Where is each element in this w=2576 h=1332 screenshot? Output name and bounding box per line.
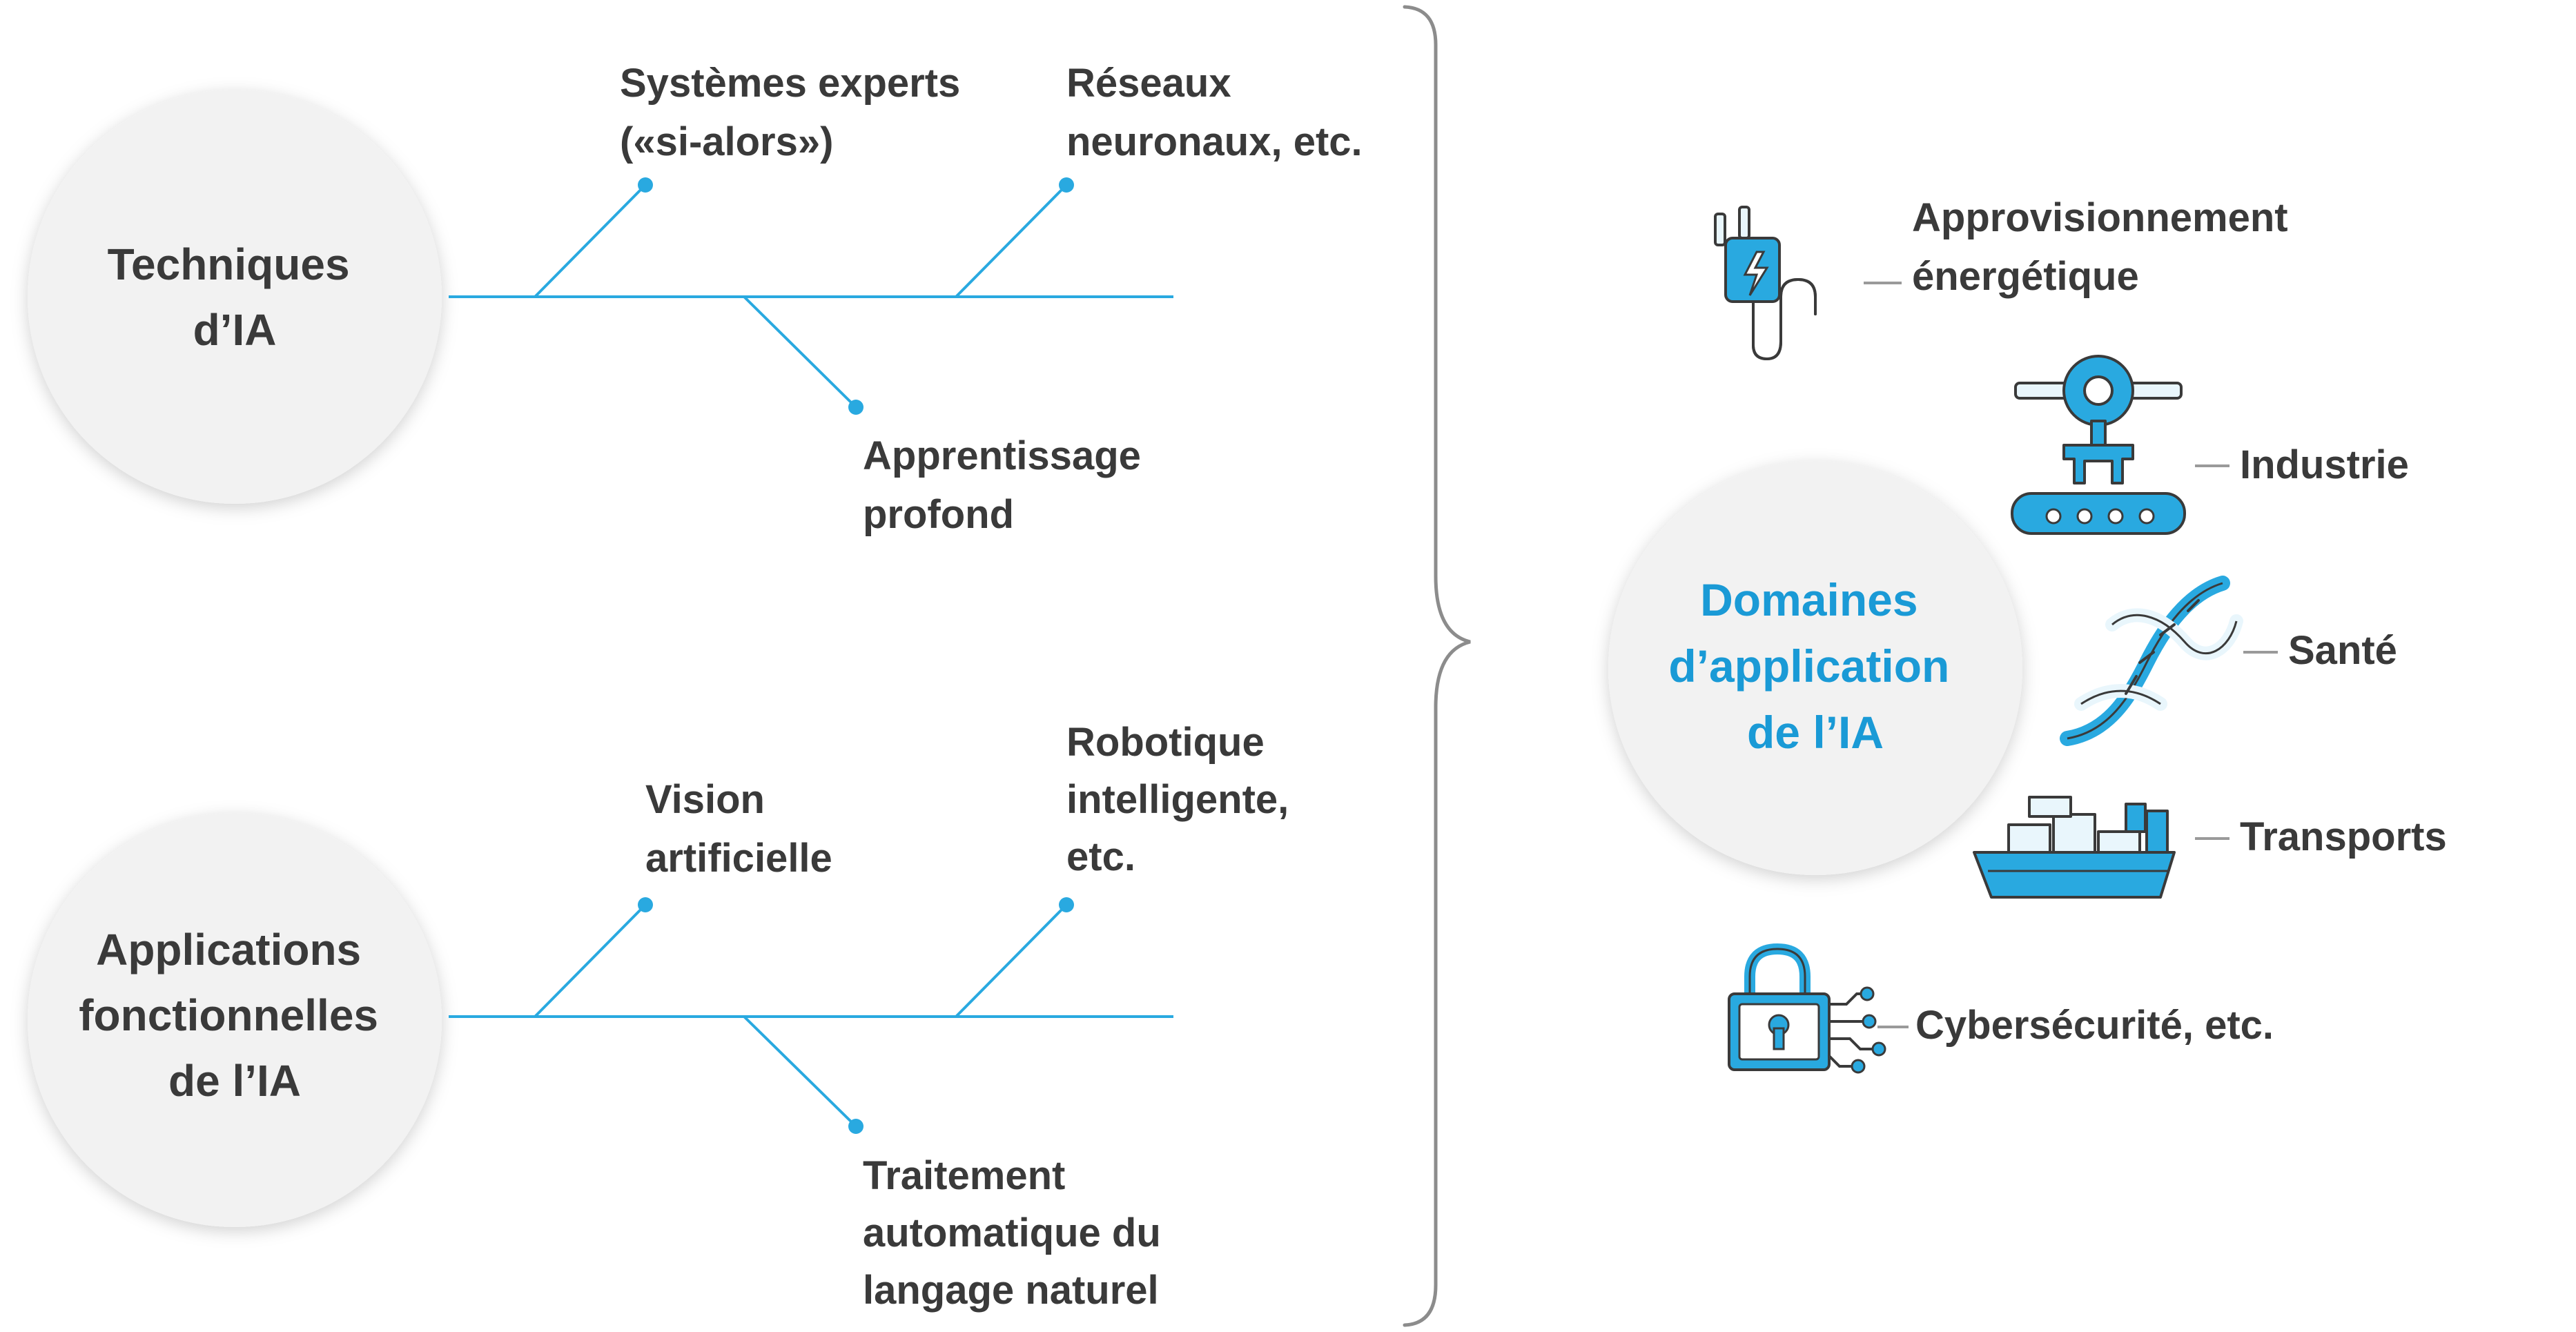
domains-title-line-1: Domaines: [1700, 574, 1918, 625]
domain-label-industry: Industrie: [2240, 442, 2409, 487]
label-line: automatique du: [863, 1211, 1161, 1255]
applications-branch-label-3: Traitement automatique du langage nature…: [863, 1153, 1172, 1313]
applications-branch-dot-1: [638, 897, 653, 912]
domains-circle: [1608, 461, 2022, 875]
label-line: intelligente,: [1066, 777, 1289, 822]
techniques-branch-line-1: [534, 184, 647, 298]
domain-item-industry: Industrie: [2011, 355, 2409, 535]
domain-label-health: Santé: [2288, 628, 2397, 673]
techniques-title-line-1: Techniques: [108, 239, 350, 289]
domain-label-transport: Transports: [2240, 814, 2447, 859]
domains-title-line-3: de l’IA: [1747, 707, 1884, 758]
label-line: Transports: [2240, 814, 2447, 859]
domain-item-energy: Approvisionnement énergétique: [1714, 195, 2299, 361]
applications-circle: [28, 813, 442, 1227]
label-line: Traitement: [863, 1153, 1065, 1198]
applications-branch-label-2: Robotique intelligente, etc.: [1066, 720, 1300, 879]
applications-branch-line-2: [955, 903, 1068, 1018]
techniques-branch-line-3: [743, 295, 857, 409]
domains-title: Domaines d’application de l’IA: [1668, 574, 1962, 758]
label-line: Industrie: [2240, 442, 2409, 487]
label-line: profond: [863, 492, 1014, 537]
applications-group: Applications fonctionnelles de l’IA Visi…: [28, 720, 1300, 1313]
applications-branch-line-3: [743, 1015, 857, 1128]
domains-title-line-2: d’application: [1668, 640, 1949, 692]
techniques-branch-label-2: Réseaux neuronaux, etc.: [1066, 61, 1363, 164]
dna-icon: [2060, 576, 2243, 746]
label-line: Santé: [2288, 628, 2397, 673]
applications-branch-label-1: Vision artificielle: [645, 777, 832, 881]
domain-item-cybersecurity: Cybersécurité, etc.: [1728, 943, 2274, 1074]
techniques-group: Techniques d’IA Systèmes experts («si-al…: [28, 61, 1363, 537]
techniques-branch-dot-1: [638, 177, 653, 193]
power-plug-icon: [1714, 206, 1817, 361]
applications-branches: [449, 897, 1173, 1134]
curly-brace: [1403, 5, 1471, 1327]
techniques-branch-label-3: Apprentissage profond: [863, 433, 1152, 537]
label-line: Cybersécurité, etc.: [1915, 1003, 2274, 1048]
label-line: Approvisionnement: [1912, 195, 2288, 240]
applications-title: Applications fonctionnelles de l’IA: [79, 925, 391, 1106]
techniques-branches: [449, 177, 1173, 415]
domain-item-health: Santé: [2060, 576, 2397, 746]
label-line: neuronaux, etc.: [1066, 119, 1363, 164]
domain-label-energy: Approvisionnement énergétique: [1912, 195, 2299, 299]
applications-title-line-3: de l’IA: [168, 1056, 301, 1106]
label-line: énergétique: [1912, 254, 2139, 299]
applications-branch-line-1: [534, 903, 647, 1018]
label-line: langage naturel: [863, 1268, 1159, 1313]
domains-group: Domaines d’application de l’IA: [1608, 461, 2022, 875]
label-line: Robotique: [1066, 720, 1265, 765]
techniques-circle: [28, 90, 442, 504]
techniques-branch-line-2: [955, 184, 1068, 298]
padlock-circuit-icon: [1728, 943, 1886, 1074]
label-line: («si-alors»): [620, 119, 833, 164]
applications-title-line-2: fonctionnelles: [79, 990, 378, 1040]
robot-arm-icon: [2011, 355, 2186, 535]
label-line: Réseaux: [1066, 61, 1231, 106]
label-line: artificielle: [645, 836, 832, 881]
techniques-branch-label-1: Systèmes experts («si-alors»): [620, 61, 971, 164]
techniques-title: Techniques d’IA: [108, 239, 362, 355]
techniques-branch-dot-2: [1059, 177, 1074, 193]
cargo-ship-icon: [1973, 796, 2176, 899]
applications-branch-dot-2: [1059, 897, 1074, 912]
techniques-branch-dot-3: [848, 400, 863, 415]
applications-branch-dot-3: [848, 1119, 863, 1134]
domain-item-transport: Transports: [1973, 796, 2447, 899]
domain-label-cybersecurity: Cybersécurité, etc.: [1915, 1003, 2274, 1048]
label-line: Vision: [645, 777, 765, 822]
label-line: etc.: [1066, 834, 1135, 879]
applications-title-line-1: Applications: [96, 925, 361, 974]
techniques-title-line-2: d’IA: [193, 305, 277, 355]
label-line: Systèmes experts: [620, 61, 960, 106]
label-line: Apprentissage: [863, 433, 1141, 478]
